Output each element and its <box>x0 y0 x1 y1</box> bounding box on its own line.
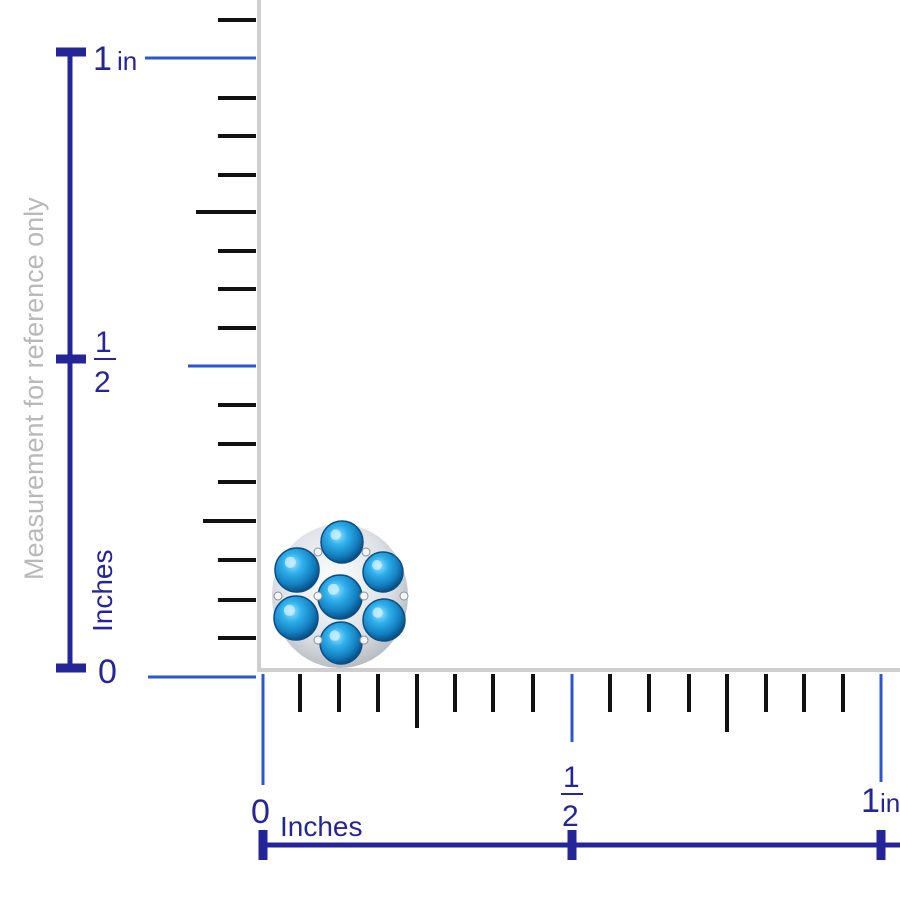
metal-prong <box>359 591 369 601</box>
vertical-label-zero: 0 <box>98 653 117 691</box>
vertical-label-half-denominator: 2 <box>94 366 111 399</box>
metal-prong <box>273 591 283 601</box>
gemstone-highlight <box>330 529 341 540</box>
gemstone <box>273 595 319 641</box>
gemstone-highlight <box>284 556 296 568</box>
measurement-disclaimer: Measurement for reference only <box>19 197 49 580</box>
horizontal-scale-bar <box>258 830 900 860</box>
gemstone <box>320 520 364 564</box>
vertical-scale-bar <box>56 47 86 673</box>
metal-prong <box>313 635 323 645</box>
horizontal-ruler-ticks <box>298 674 845 732</box>
horizontal-label-half-numerator: 1 <box>563 761 580 794</box>
gemstone-highlight <box>327 583 339 595</box>
vertical-label-half-numerator: 1 <box>95 326 112 359</box>
metal-prong <box>313 547 323 557</box>
vertical-unit-label: Inches <box>87 550 118 633</box>
gemstone <box>362 551 404 593</box>
gemstone-highlight <box>372 607 383 618</box>
gemstone-highlight <box>329 630 340 641</box>
metal-prong <box>313 591 323 601</box>
horizontal-label-zero: 0 <box>251 793 270 831</box>
gemstone-flower-cluster-earring-icon <box>272 520 409 668</box>
horizontal-label-one-unit: in <box>880 788 900 818</box>
gemstone <box>317 574 363 620</box>
gemstone <box>274 547 320 593</box>
horizontal-label-half-denominator: 2 <box>562 800 579 833</box>
vertical-ruler-ticks <box>196 18 256 640</box>
horizontal-label-one: 1 <box>861 782 880 820</box>
metal-prong <box>359 635 369 645</box>
horizontal-unit-label: Inches <box>280 811 363 842</box>
vertical-label-one-unit: in <box>117 46 137 76</box>
metal-prong <box>361 547 371 557</box>
gemstone-highlight <box>372 560 382 570</box>
vertical-label-one: 1 <box>93 40 112 78</box>
metal-prong <box>399 591 409 601</box>
gemstone <box>362 598 406 642</box>
gemstone <box>319 621 363 665</box>
gemstone-highlight <box>283 604 295 616</box>
